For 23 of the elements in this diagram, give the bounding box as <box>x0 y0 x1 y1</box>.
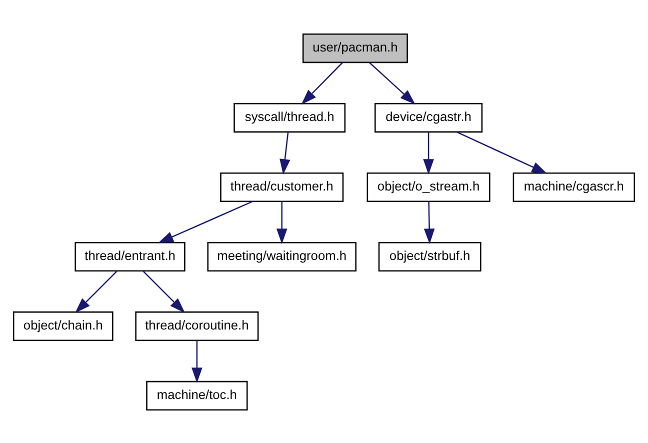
node-box: machine/toc.h <box>146 380 248 410</box>
arrow <box>301 62 344 104</box>
arrow <box>423 131 434 174</box>
node-box: object/chain.h <box>12 310 114 341</box>
node-box: machine/cgascr.h <box>512 172 636 202</box>
node-box: meeting/waitingroom.h <box>207 241 356 272</box>
node-box: object/strbuf.h <box>378 241 482 272</box>
arrow <box>158 200 253 243</box>
arrow <box>192 340 202 383</box>
node-box: user/pacman.h <box>302 33 408 63</box>
node-box: thread/coroutine.h <box>135 310 259 341</box>
arrow <box>142 270 185 312</box>
node-box: object/o_stream.h <box>366 172 490 202</box>
node-box: thread/entrant.h <box>74 241 186 272</box>
node-box: device/cgastr.h <box>374 102 483 132</box>
arrow <box>368 62 416 104</box>
arrow <box>456 130 548 174</box>
node-box: thread/customer.h <box>220 172 344 202</box>
arrow <box>424 200 435 244</box>
arrow <box>75 270 118 312</box>
arrow <box>280 131 290 174</box>
arrow <box>276 200 288 244</box>
node-box: syscall/thread.h <box>234 102 346 132</box>
